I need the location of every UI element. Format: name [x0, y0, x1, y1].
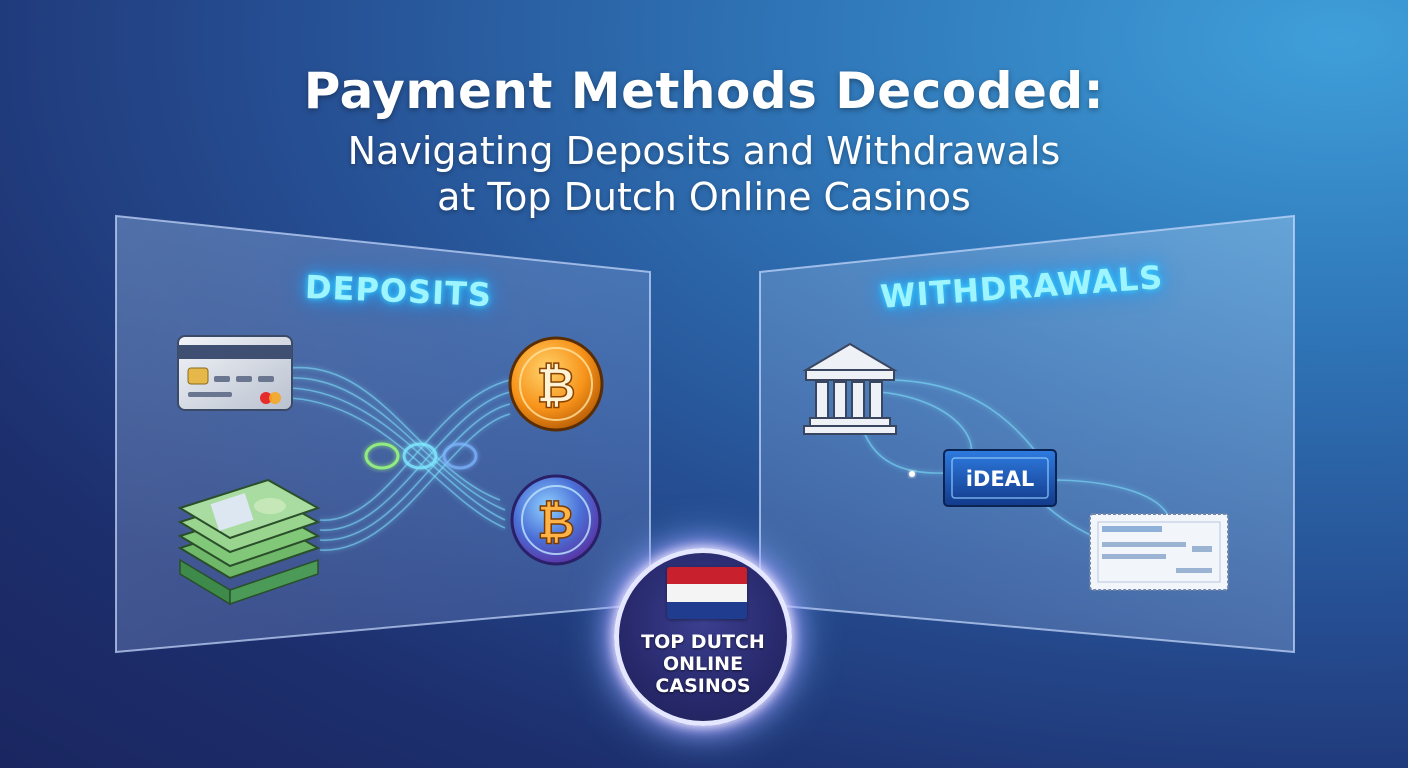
- flag-red-stripe: [667, 567, 747, 585]
- svg-text:₿: ₿: [537, 495, 575, 549]
- flag-blue-stripe: [667, 601, 747, 619]
- flag-white-stripe: [667, 584, 747, 602]
- badge-text: TOP DUTCH ONLINE CASINOS: [619, 631, 787, 697]
- ideal-card-icon: iDEAL: [943, 449, 1057, 507]
- credit-card-icon: [177, 335, 293, 411]
- bitcoin-icon: ₿: [508, 336, 604, 432]
- infinity-glow: [364, 442, 478, 470]
- top-dutch-casinos-badge: TOP DUTCH ONLINE CASINOS: [614, 548, 792, 726]
- ideal-label: iDEAL: [966, 467, 1035, 491]
- badge-line-1: TOP DUTCH: [641, 631, 765, 653]
- subtitle-line-2: at Top Dutch Online Casinos: [437, 175, 971, 219]
- page-title: Payment Methods Decoded:: [303, 62, 1105, 120]
- badge-line-2: ONLINE: [662, 653, 744, 675]
- deposit-flow-lines: [289, 366, 511, 551]
- page-subtitle: Navigating Deposits and Withdrawals at T…: [0, 128, 1408, 220]
- banknotes-icon: [177, 478, 321, 606]
- subtitle-line-1: Navigating Deposits and Withdrawals: [347, 129, 1061, 173]
- bitcoin-icon: ₿: [510, 474, 602, 566]
- svg-text:₿: ₿: [536, 358, 575, 414]
- cheque-icon: [1089, 513, 1229, 591]
- bank-icon: [802, 342, 898, 435]
- netherlands-flag-icon: [667, 567, 747, 619]
- badge-line-3: CASINOS: [655, 675, 751, 697]
- deposits-heading: DEPOSITS: [304, 267, 493, 315]
